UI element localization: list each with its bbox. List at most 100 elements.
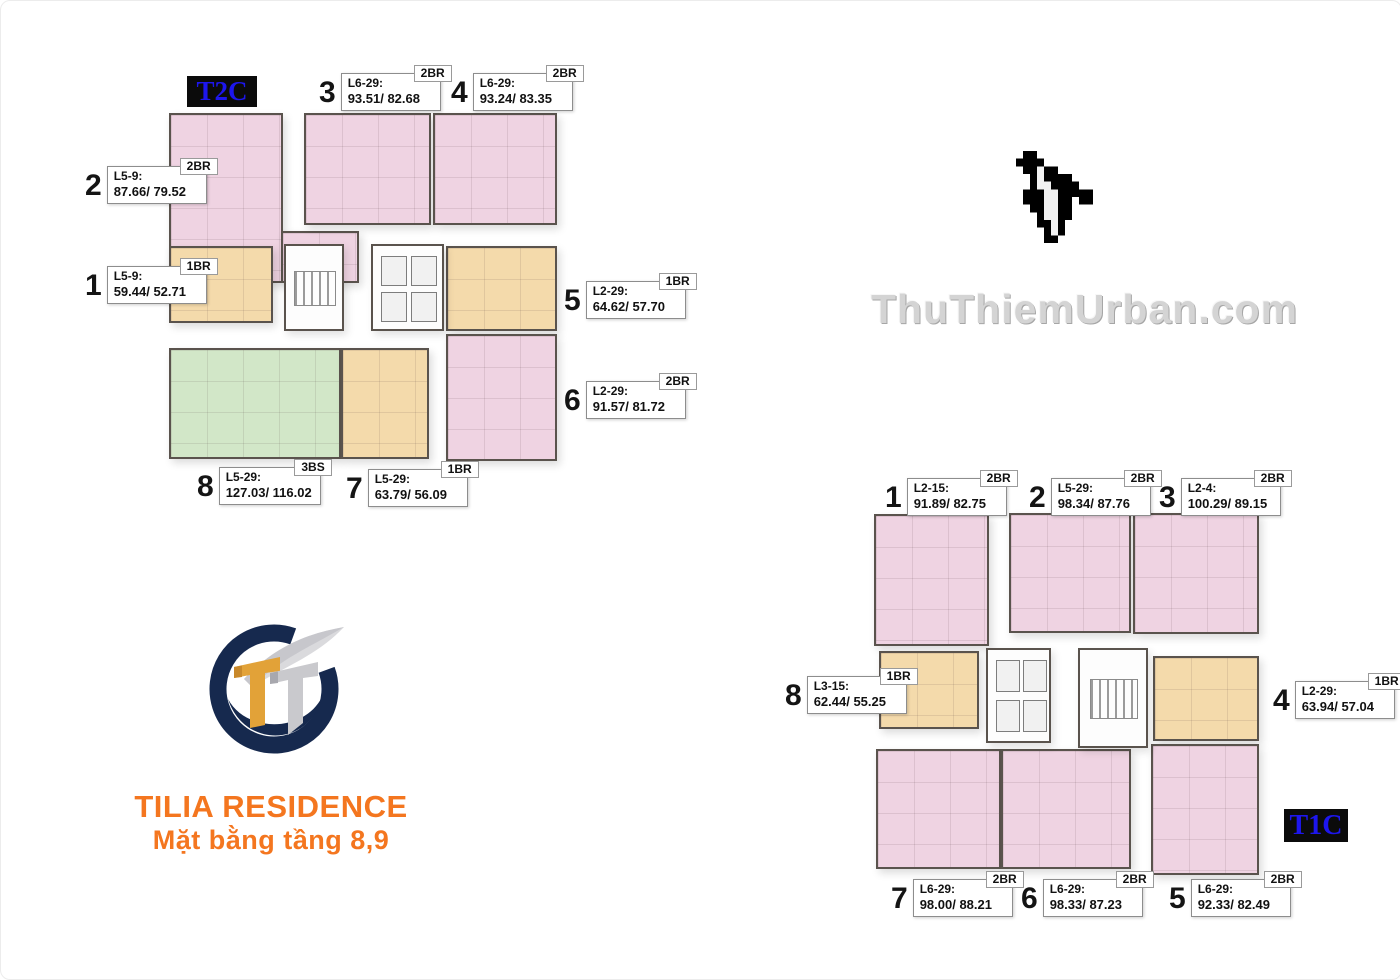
- unit-code: L5-9:: [113, 269, 143, 283]
- t1c-unit-6: [1001, 749, 1131, 869]
- floor-subtitle: Mặt bằng tầng 8,9: [152, 825, 390, 855]
- unit-code: L5-29:: [225, 470, 262, 484]
- t1c-unit-7: [876, 749, 1001, 869]
- unit-area: 91.89/ 82.75: [913, 495, 986, 511]
- unit-label-t1c-8: 8 1BR L3-15: 62.44/ 55.25: [785, 668, 918, 715]
- unit-label-t1c-2: 2 2BR L5-29: 98.34/ 87.76: [1029, 470, 1162, 517]
- unit-number: 4: [451, 76, 468, 109]
- elevator-icon: [381, 292, 407, 322]
- unit-area: 127.03/ 116.02: [225, 484, 312, 500]
- unit-code: L5-29:: [374, 472, 411, 486]
- unit-type-badge: 1BR: [1367, 673, 1400, 690]
- unit-number: 3: [1159, 481, 1176, 514]
- unit-area: 100.29/ 89.15: [1187, 495, 1268, 511]
- unit-info-box: 2BR L6-29: 92.33/ 82.49: [1190, 871, 1302, 918]
- unit-info-box: 2BR L2-4: 100.29/ 89.15: [1180, 470, 1292, 517]
- unit-code: L2-29:: [1301, 684, 1338, 698]
- unit-label-t2c-3: 3 2BR L6-29: 93.51/ 82.68: [319, 65, 452, 112]
- unit-label-t1c-4: 4 1BR L2-29: 63.94/ 57.04: [1273, 673, 1400, 720]
- unit-type-badge: 2BR: [413, 65, 452, 82]
- elevator-icon: [411, 256, 437, 286]
- unit-number: 1: [885, 481, 902, 514]
- stairs-icon: [294, 270, 336, 307]
- unit-number: 1: [85, 269, 102, 302]
- unit-label-t2c-5: 5 1BR L2-29: 64.62/ 57.70: [564, 273, 697, 320]
- unit-info-box: 1BR L5-9: 59.44/ 52.71: [106, 258, 218, 305]
- project-title: TILIA RESIDENCE: [134, 789, 408, 824]
- unit-label-t2c-6: 6 2BR L2-29: 91.57/ 81.72: [564, 373, 697, 420]
- unit-type-badge: 1BR: [879, 668, 918, 685]
- cursor-icon: [1009, 151, 1107, 248]
- elevator-icon: [1023, 660, 1047, 692]
- unit-area: 98.33/ 87.23: [1049, 896, 1122, 912]
- t2c-unit-5: [446, 246, 557, 331]
- unit-label-t2c-7: 7 1BR L5-29: 63.79/ 56.09: [346, 461, 479, 508]
- t2c-core-lifts: [371, 244, 444, 331]
- t1c-unit-5: [1151, 744, 1259, 875]
- elevator-icon: [996, 700, 1020, 732]
- unit-type-badge: 3BS: [294, 459, 332, 476]
- unit-info-box: 2BR L6-29: 98.33/ 87.23: [1042, 871, 1154, 918]
- unit-area: 64.62/ 57.70: [592, 298, 665, 314]
- unit-code: L5-29:: [1057, 481, 1094, 495]
- unit-number: 8: [785, 679, 802, 712]
- elevator-icon: [381, 256, 407, 286]
- t1c-core-lifts: [986, 648, 1051, 743]
- unit-code: L6-29:: [1049, 882, 1086, 896]
- unit-area: 91.57/ 81.72: [592, 398, 665, 414]
- unit-type-badge: 1BR: [658, 273, 697, 290]
- unit-info-box: 1BR L5-29: 63.79/ 56.09: [367, 461, 479, 508]
- unit-label-t1c-5: 5 2BR L6-29: 92.33/ 82.49: [1169, 871, 1302, 918]
- unit-code: L6-29:: [347, 76, 384, 90]
- tower-tag-t2c: T2C: [187, 76, 257, 107]
- t2c-unit-3: [304, 113, 431, 225]
- unit-number: 5: [564, 284, 581, 317]
- unit-info-box: 2BR L5-29: 98.34/ 87.76: [1050, 470, 1162, 517]
- tower-tag-t1c: T1C: [1284, 809, 1348, 842]
- unit-number: 3: [319, 76, 336, 109]
- unit-code: L2-29:: [592, 384, 629, 398]
- unit-number: 6: [564, 384, 581, 417]
- unit-info-box: 2BR L2-29: 91.57/ 81.72: [585, 373, 697, 420]
- unit-type-badge: 2BR: [1263, 871, 1302, 888]
- unit-label-t1c-3: 3 2BR L2-4: 100.29/ 89.15: [1159, 470, 1292, 517]
- t2c-core-stairs: [284, 244, 344, 331]
- elevator-icon: [1023, 700, 1047, 732]
- logo-gold-t: [234, 657, 280, 728]
- unit-type-badge: 2BR: [985, 871, 1024, 888]
- logo-ring: [209, 624, 339, 754]
- unit-label-t1c-6: 6 2BR L6-29: 98.33/ 87.23: [1021, 871, 1154, 918]
- t2c-unit-7: [341, 348, 429, 459]
- unit-code: L5-9:: [113, 169, 143, 183]
- t2c-unit-6: [446, 334, 557, 461]
- unit-code: L6-29:: [919, 882, 956, 896]
- unit-code: L3-15:: [813, 679, 850, 693]
- unit-number: 4: [1273, 684, 1290, 717]
- unit-code: L6-29:: [1197, 882, 1234, 896]
- unit-area: 59.44/ 52.71: [113, 283, 186, 299]
- unit-type-badge: 2BR: [1253, 470, 1292, 487]
- unit-code: L6-29:: [479, 76, 516, 90]
- t2c-unit-4: [433, 113, 557, 225]
- unit-type-badge: 2BR: [979, 470, 1018, 487]
- unit-info-box: 2BR L6-29: 98.00/ 88.21: [912, 871, 1024, 918]
- unit-number: 5: [1169, 882, 1186, 915]
- unit-label-t2c-2: 2 2BR L5-9: 87.66/ 79.52: [85, 158, 218, 205]
- unit-area: 93.24/ 83.35: [479, 90, 552, 106]
- unit-type-badge: 2BR: [179, 158, 218, 175]
- unit-label-t2c-8: 8 3BS L5-29: 127.03/ 116.02: [197, 459, 332, 506]
- unit-info-box: 2BR L2-15: 91.89/ 82.75: [906, 470, 1018, 517]
- unit-area: 98.34/ 87.76: [1057, 495, 1130, 511]
- t1c-core-stairs: [1078, 648, 1148, 748]
- unit-number: 7: [891, 882, 908, 915]
- unit-code: L2-4:: [1187, 481, 1217, 495]
- unit-area: 92.33/ 82.49: [1197, 896, 1270, 912]
- t1c-unit-1: [874, 514, 989, 646]
- unit-area: 63.79/ 56.09: [374, 486, 447, 502]
- unit-type-badge: 1BR: [179, 258, 218, 275]
- unit-number: 6: [1021, 882, 1038, 915]
- unit-number: 8: [197, 470, 214, 503]
- unit-area: 62.44/ 55.25: [813, 693, 886, 709]
- tilia-logo: [206, 607, 346, 759]
